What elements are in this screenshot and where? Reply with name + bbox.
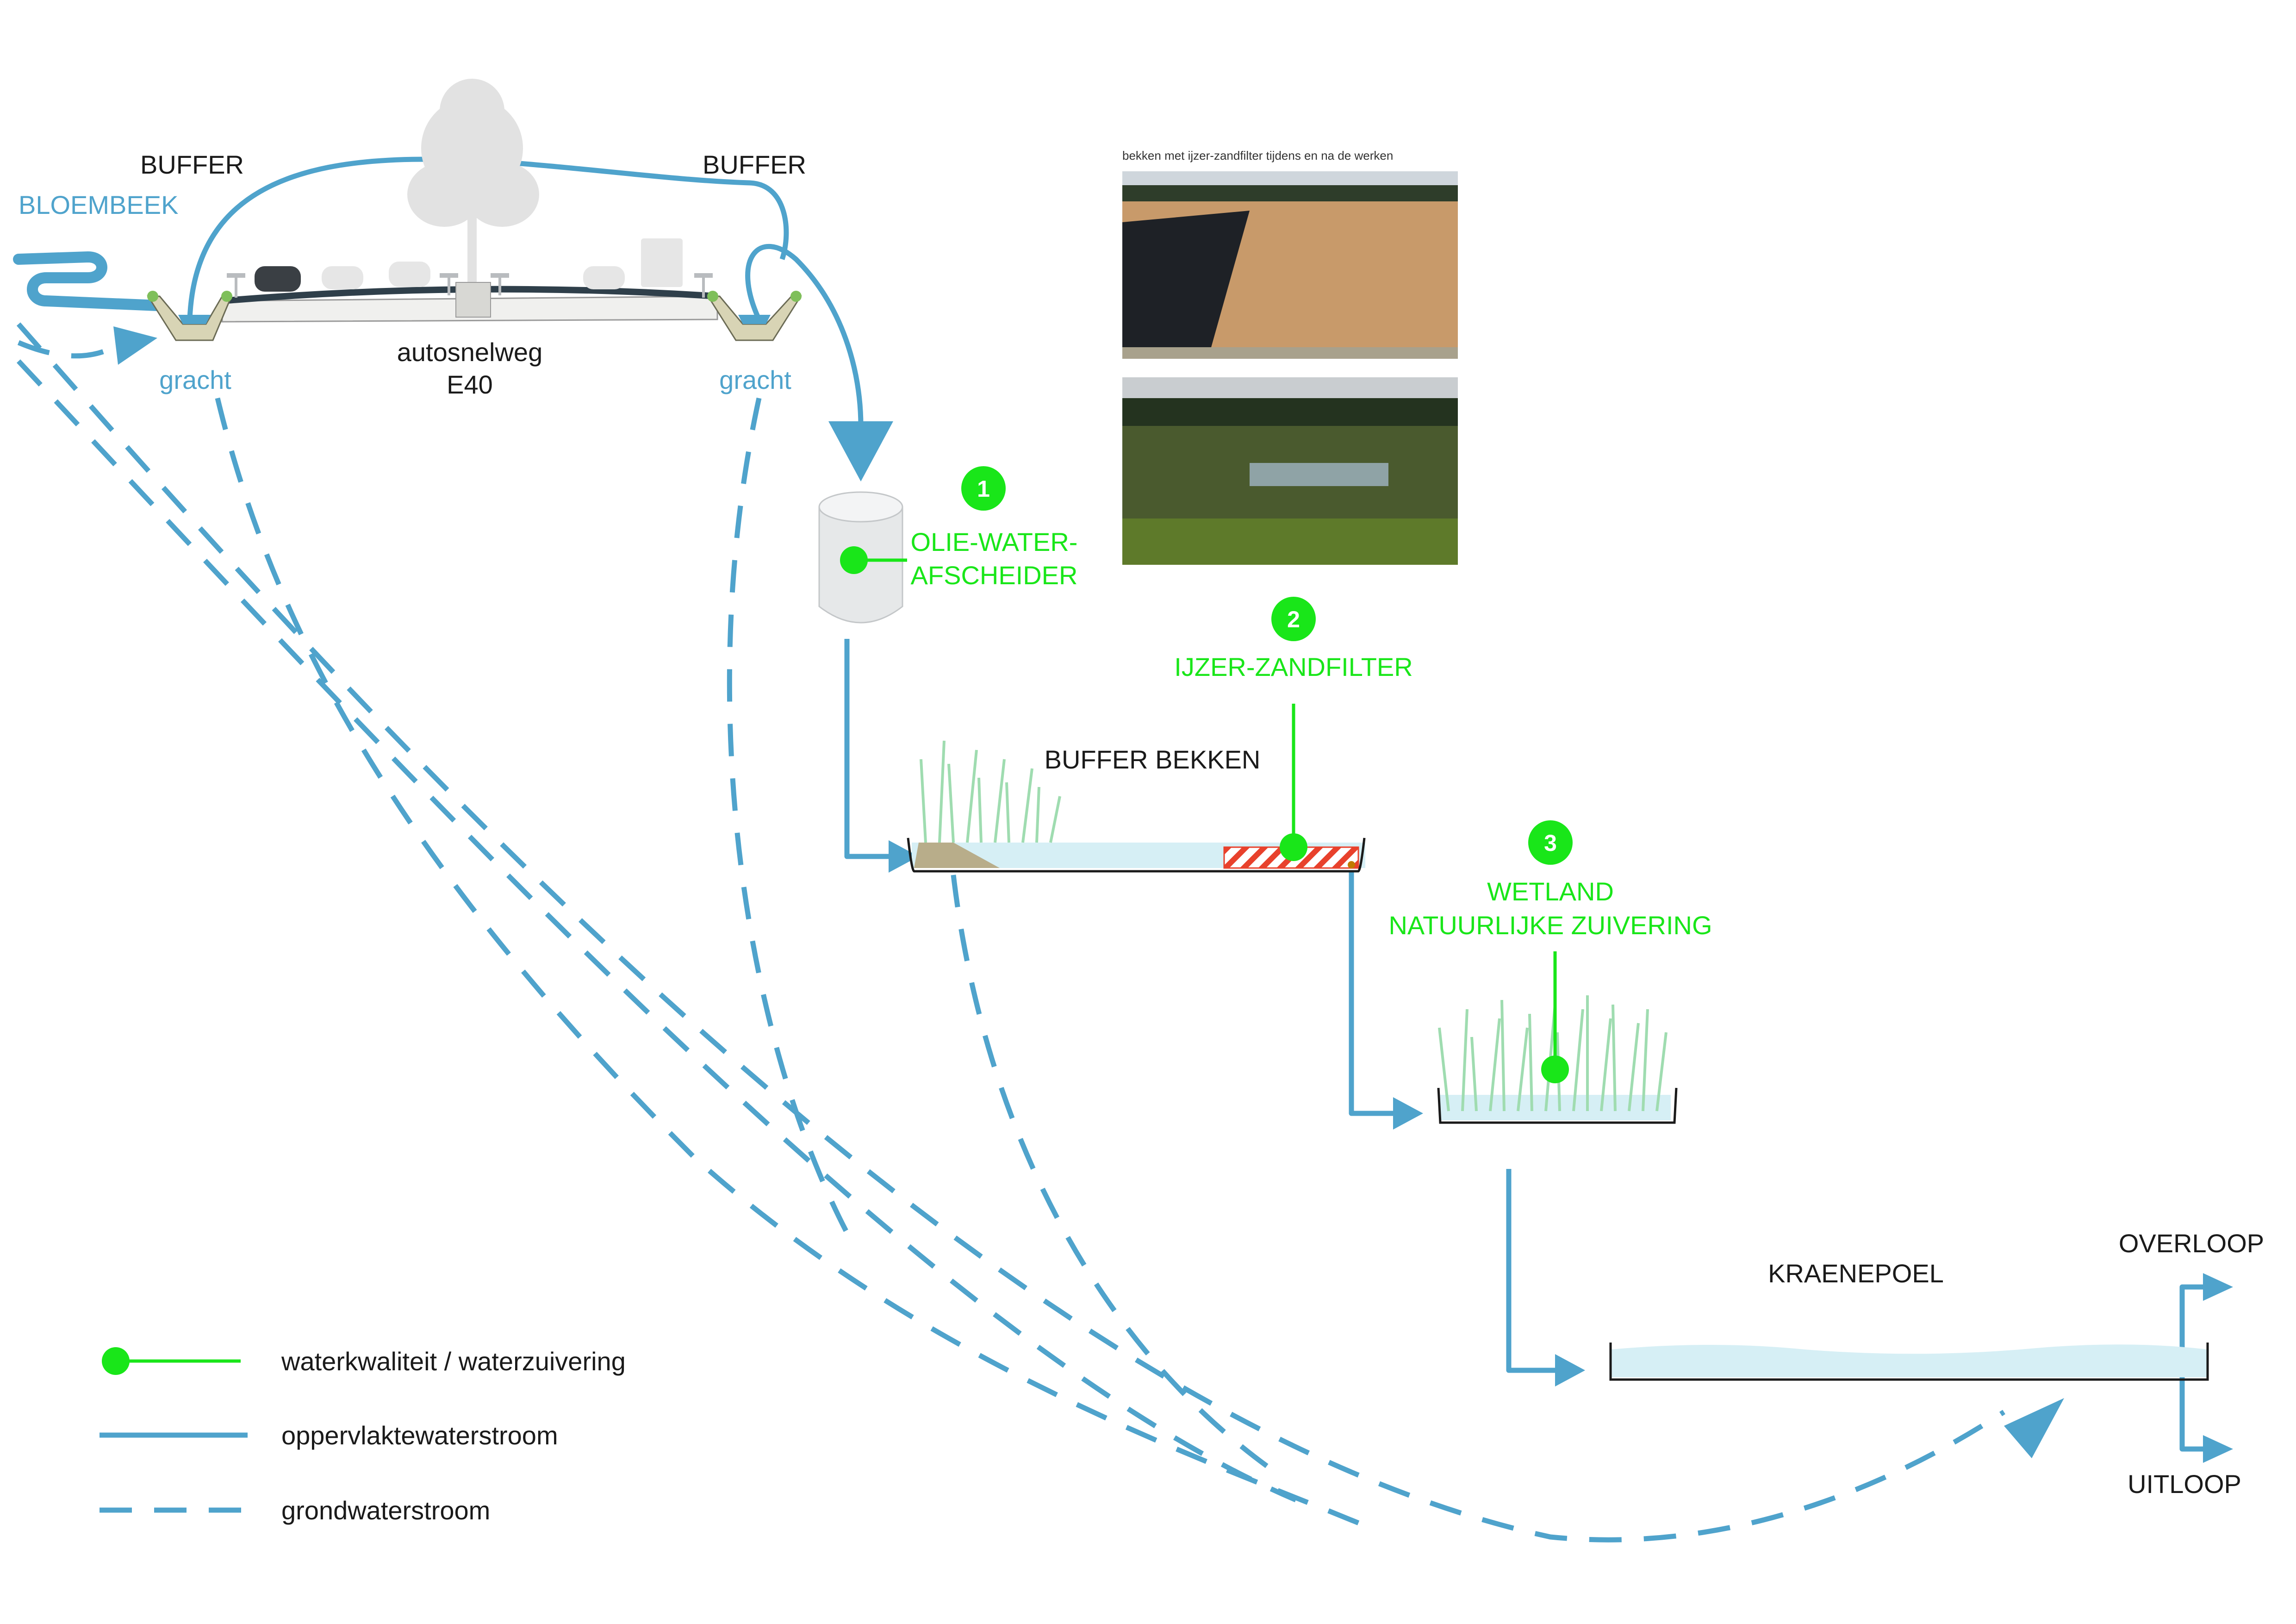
car-light-icon <box>389 262 430 287</box>
gracht-right-water <box>738 315 771 324</box>
step-1-label-line1: OLIE-WATER- <box>911 527 1078 556</box>
step-3-label-line1: WETLAND <box>1487 877 1614 906</box>
step-badge-1 <box>961 466 1006 511</box>
wetland-reeds <box>1438 995 1668 1112</box>
groundwater-flows <box>16 322 2006 1543</box>
legend-label-groundwater: grondwaterstroom <box>281 1496 490 1525</box>
arrowhead-to-separator <box>828 421 893 481</box>
car-light-icon <box>322 266 363 289</box>
step-number-1: 1 <box>977 476 990 502</box>
legend-green-dot <box>102 1347 130 1375</box>
quality-markers <box>840 546 1569 1083</box>
arrowhead-to-wetland <box>1393 1097 1423 1130</box>
kraenepoel-label: KRAENEPOEL <box>1768 1259 1944 1288</box>
groundwater-flow-long-2 <box>16 359 1297 1503</box>
highway-cross-section <box>147 79 802 341</box>
highway-name-label: E40 <box>447 370 493 399</box>
groundwater-flow-gracht-right <box>727 397 859 1251</box>
arrowhead-to-bekken <box>889 840 919 873</box>
bloembeek-stream-icon <box>13 251 163 311</box>
gracht-right-label: gracht <box>719 365 791 394</box>
buffer-right-label: BUFFER <box>703 150 806 179</box>
grass-tuft <box>147 291 158 302</box>
kraenepoel-pond <box>1609 1343 2209 1381</box>
grass-tuft <box>790 291 802 302</box>
legend-label-surface: oppervlaktewaterstroom <box>281 1421 558 1450</box>
buffer-left-label: BUFFER <box>140 150 244 179</box>
groundwater-arrowhead-kraenepoel <box>2004 1398 2064 1458</box>
step-number-badges: 1 2 3 <box>961 466 1573 865</box>
lamp-post-icons <box>227 273 713 298</box>
truck-icon <box>641 238 683 287</box>
step-badge-2 <box>1271 597 1316 641</box>
separator-tank-top <box>818 491 903 523</box>
surface-flow-separator-to-bekken <box>844 639 893 859</box>
surface-flow-to-separator <box>745 244 864 426</box>
legend-label-quality: waterkwaliteit / waterzuivering <box>281 1347 626 1376</box>
car-dark-icon <box>255 266 301 292</box>
arrowhead-uitloop <box>2203 1435 2233 1463</box>
tree-icon <box>407 79 539 292</box>
groundwater-flow-long-1 <box>16 322 2006 1543</box>
kraenepoel-water <box>1611 1344 2208 1377</box>
wetland-basin <box>1437 995 1678 1124</box>
groundwater-arrowhead-gracht <box>113 326 157 365</box>
legend: waterkwaliteit / waterzuivering oppervla… <box>100 1347 626 1525</box>
reed-vegetation <box>920 740 1061 843</box>
surface-flow-wetland-to-kraenepoel <box>1506 1169 1560 1373</box>
surface-arrowheads <box>828 421 2233 1463</box>
surface-flow-uitloop <box>2179 1370 2208 1452</box>
buffer-bekken-label: BUFFER BEKKEN <box>1045 745 1261 774</box>
step-3-label-line2: NATUURLIJKE ZUIVERING <box>1388 911 1712 940</box>
overloop-label: OVERLOOP <box>2119 1229 2264 1258</box>
wetland-water <box>1439 1095 1671 1120</box>
groundwater-flow-bloembeek <box>17 340 119 359</box>
photo-during-works <box>1122 171 1458 359</box>
surface-flow-buffer-arc <box>187 156 789 320</box>
step-2-label: IJZER-ZANDFILTER <box>1174 652 1412 681</box>
outlet-dot <box>1348 861 1355 868</box>
step-badge-3 <box>1528 820 1573 865</box>
grass-tuft <box>221 291 232 302</box>
marker-dot-separator <box>840 546 868 574</box>
step-number-3: 3 <box>1544 830 1557 856</box>
marker-dot-wetland <box>1541 1056 1569 1083</box>
groundwater-flow-gracht-left <box>215 397 1371 1530</box>
kraenepoel-outline <box>1609 1343 2209 1381</box>
surface-water-flows <box>187 156 2208 1452</box>
bekken-outline <box>907 837 1366 873</box>
uitloop-label: UITLOOP <box>2128 1469 2241 1499</box>
gracht-left-water <box>178 315 211 324</box>
highway-label: autosnelweg <box>397 337 542 367</box>
arrowhead-overloop <box>2203 1273 2233 1301</box>
photo-caption: bekken met ijzer-zandfilter tijdens en n… <box>1122 149 1393 162</box>
arrowhead-to-kraenepoel <box>1555 1354 1585 1387</box>
surface-flow-bekken-to-wetland <box>1349 870 1398 1116</box>
marker-dot-filter <box>1280 833 1307 861</box>
photo-after-works <box>1122 377 1458 565</box>
bekken-slope <box>914 843 1000 868</box>
grass-tuft <box>707 291 718 302</box>
groundwater-flow-buffer-bekken <box>951 874 1284 1479</box>
step-number-2: 2 <box>1287 606 1300 632</box>
gracht-left-label: gracht <box>159 365 231 394</box>
wetland-outline <box>1437 1087 1678 1124</box>
median <box>455 282 491 318</box>
car-light-icon <box>583 266 625 289</box>
bloembeek-label: BLOEMBEEK <box>19 190 178 219</box>
step-1-label-line2: AFSCHEIDER <box>911 561 1078 590</box>
